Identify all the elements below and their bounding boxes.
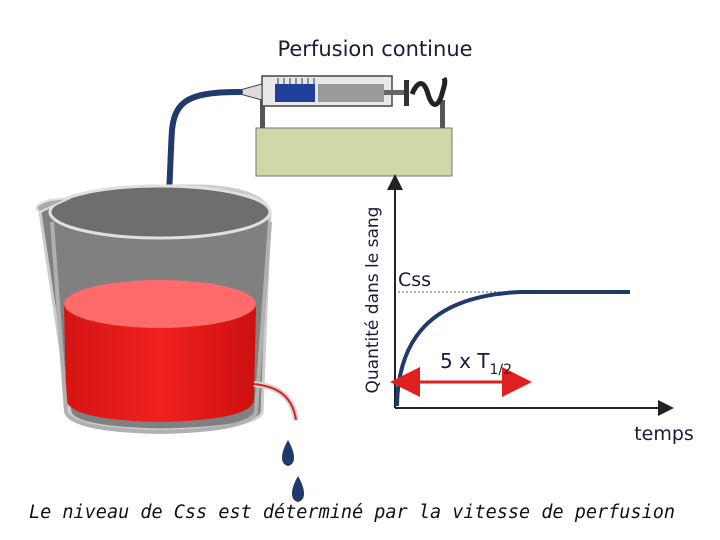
syringe-tip: [239, 83, 263, 101]
pump-frame-left: [260, 100, 265, 128]
css-label: Css: [398, 269, 431, 291]
half-life-prefix: 5 x T: [440, 349, 490, 373]
plunger-thumb: [404, 80, 409, 106]
chart: Quantité dans le sang temps Css 5 x T1/2: [363, 174, 694, 445]
drop-4: [291, 476, 305, 502]
liquid-body: [64, 304, 256, 422]
beaker: [35, 184, 272, 435]
syringe-tick-marks: [277, 78, 315, 84]
plunger-rod: [384, 90, 408, 95]
outflow-tube-fluid: [253, 383, 297, 421]
liquid-surface: [64, 280, 256, 328]
pump-frame-right: [440, 100, 445, 128]
drop-3: [281, 440, 295, 466]
x-axis-label: temps: [634, 423, 694, 445]
pump-base: [255, 127, 453, 177]
y-axis-label: Quantité dans le sang: [363, 207, 383, 394]
caption: Le niveau de Css est déterminé par la vi…: [29, 502, 675, 523]
page-title: Perfusion continue: [277, 37, 472, 61]
infusion-pump: [239, 75, 453, 177]
half-life-subscript: 1/2: [490, 362, 513, 378]
beaker-rim: [48, 184, 272, 240]
drive-screw-icon: [409, 76, 448, 107]
beaker-spout: [35, 197, 71, 214]
syringe-fluid: [275, 84, 315, 102]
half-life-label: 5 x T1/2: [440, 349, 512, 378]
syringe-plunger: [318, 84, 384, 102]
beaker-glass-front: [50, 221, 272, 435]
concentration-curve: [395, 290, 630, 407]
